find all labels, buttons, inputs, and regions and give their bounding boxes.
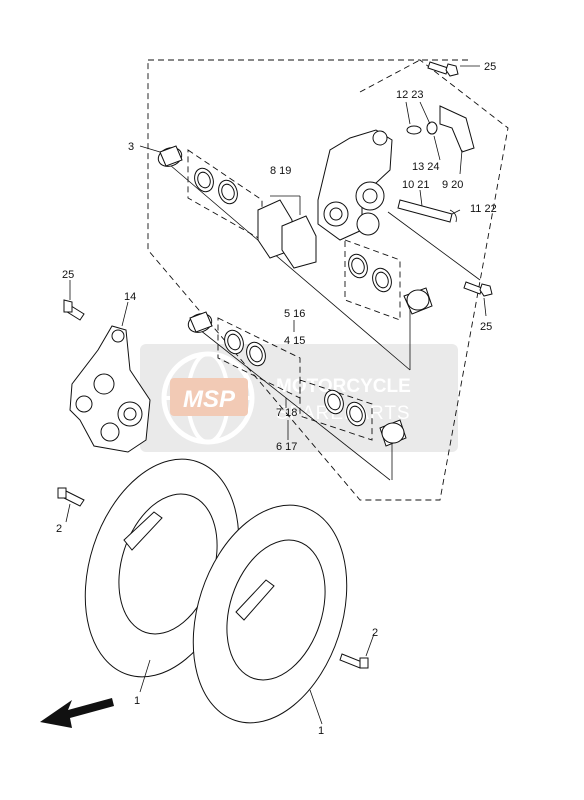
pad-pin — [397, 199, 453, 223]
brake-disc-right — [192, 504, 348, 724]
watermark-logo-badge — [170, 378, 248, 416]
callout-14: 14 — [124, 291, 136, 303]
piston-seal-middle — [224, 329, 266, 367]
pad-spring — [439, 105, 475, 153]
callout-25-left: 25 — [62, 269, 74, 281]
callout-4-15: 4 15 — [284, 335, 305, 347]
callout-13-24: 13 24 — [412, 161, 440, 173]
bolt-25-left — [63, 299, 85, 321]
callout-11-22: 11 22 — [470, 203, 497, 215]
callout-1-left: 1 — [134, 695, 140, 707]
callout-6-17: 6 17 — [276, 441, 297, 453]
seal-group-lower — [299, 379, 373, 441]
assembly-outline — [147, 59, 509, 501]
bleed-screw — [406, 125, 422, 135]
bolt-25-top — [427, 61, 459, 77]
callout-1-right: 1 — [318, 725, 324, 737]
piston-seal-lower — [324, 389, 366, 427]
seal-group-upper — [187, 149, 263, 241]
pin-clip — [449, 209, 457, 223]
disc-bolt-left — [57, 487, 85, 507]
callout-5-16: 5 16 — [284, 308, 305, 320]
piston-right — [403, 287, 433, 315]
piston-seal-upper — [194, 167, 238, 205]
brake-pads — [257, 195, 317, 269]
watermark-line2: SPAREPARTS — [276, 403, 411, 424]
callout-10-21: 10 21 — [402, 179, 430, 191]
callout-8-19: 8 19 — [270, 165, 291, 177]
callout-2-right: 2 — [372, 627, 378, 639]
front-direction-arrow-icon — [40, 698, 114, 728]
watermark-logo-text: MSP — [183, 386, 236, 413]
bolt-25-right — [463, 281, 493, 297]
callout-3: 3 — [128, 141, 134, 153]
piston-lower — [379, 419, 407, 447]
caliper-right — [317, 129, 393, 241]
callout-12-23: 12 23 — [396, 89, 424, 101]
piston-middle — [187, 311, 213, 333]
disc-bolt-right — [339, 653, 369, 669]
caliper-left — [69, 325, 151, 453]
callout-25-top: 25 — [484, 61, 496, 73]
watermark-line1: MOTORCYCLE — [276, 376, 411, 397]
callout-25-right: 25 — [480, 321, 492, 333]
piston-3 — [157, 145, 183, 167]
bleed-cap — [426, 121, 438, 135]
callout-2-left: 2 — [56, 523, 62, 535]
callout-9-20: 9 20 — [442, 179, 463, 191]
callout-7-18: 7 18 — [276, 407, 297, 419]
piston-seal-right — [348, 253, 392, 293]
